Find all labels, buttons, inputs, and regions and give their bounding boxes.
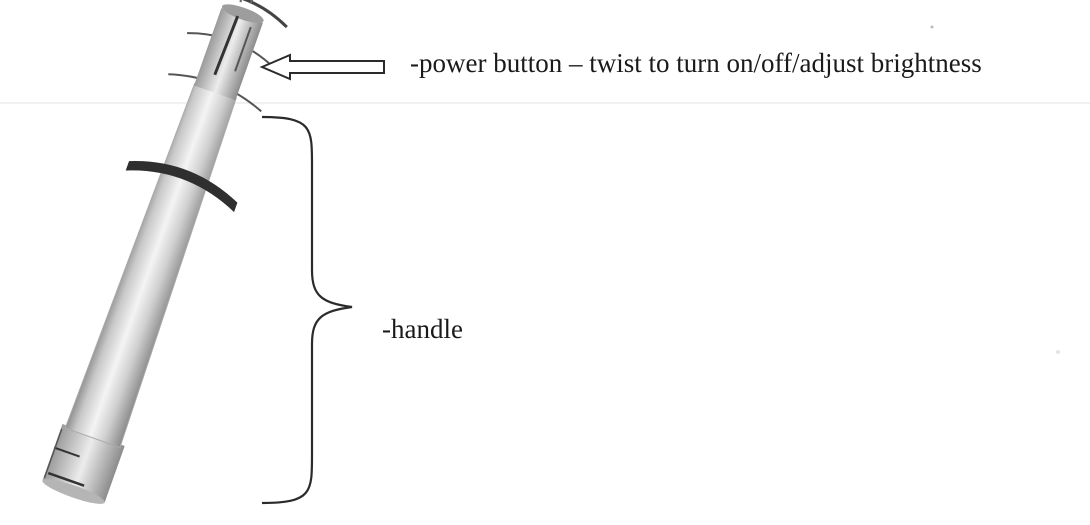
flashlight-end-cap <box>42 423 125 504</box>
curly-brace-right-icon <box>261 115 353 505</box>
scan-speck <box>930 25 934 29</box>
flashlight-handle-body <box>64 82 237 449</box>
power-button-head <box>194 8 263 101</box>
hollow-arrow-left-icon <box>259 53 385 81</box>
grip-ring <box>125 161 238 213</box>
power-button-label: -power button – twist to turn on/off/adj… <box>410 48 982 78</box>
flashlight-illustration <box>42 0 288 504</box>
handle-label: -handle <box>382 314 463 344</box>
power-button-ring <box>201 0 288 29</box>
scan-speck <box>1056 350 1060 354</box>
